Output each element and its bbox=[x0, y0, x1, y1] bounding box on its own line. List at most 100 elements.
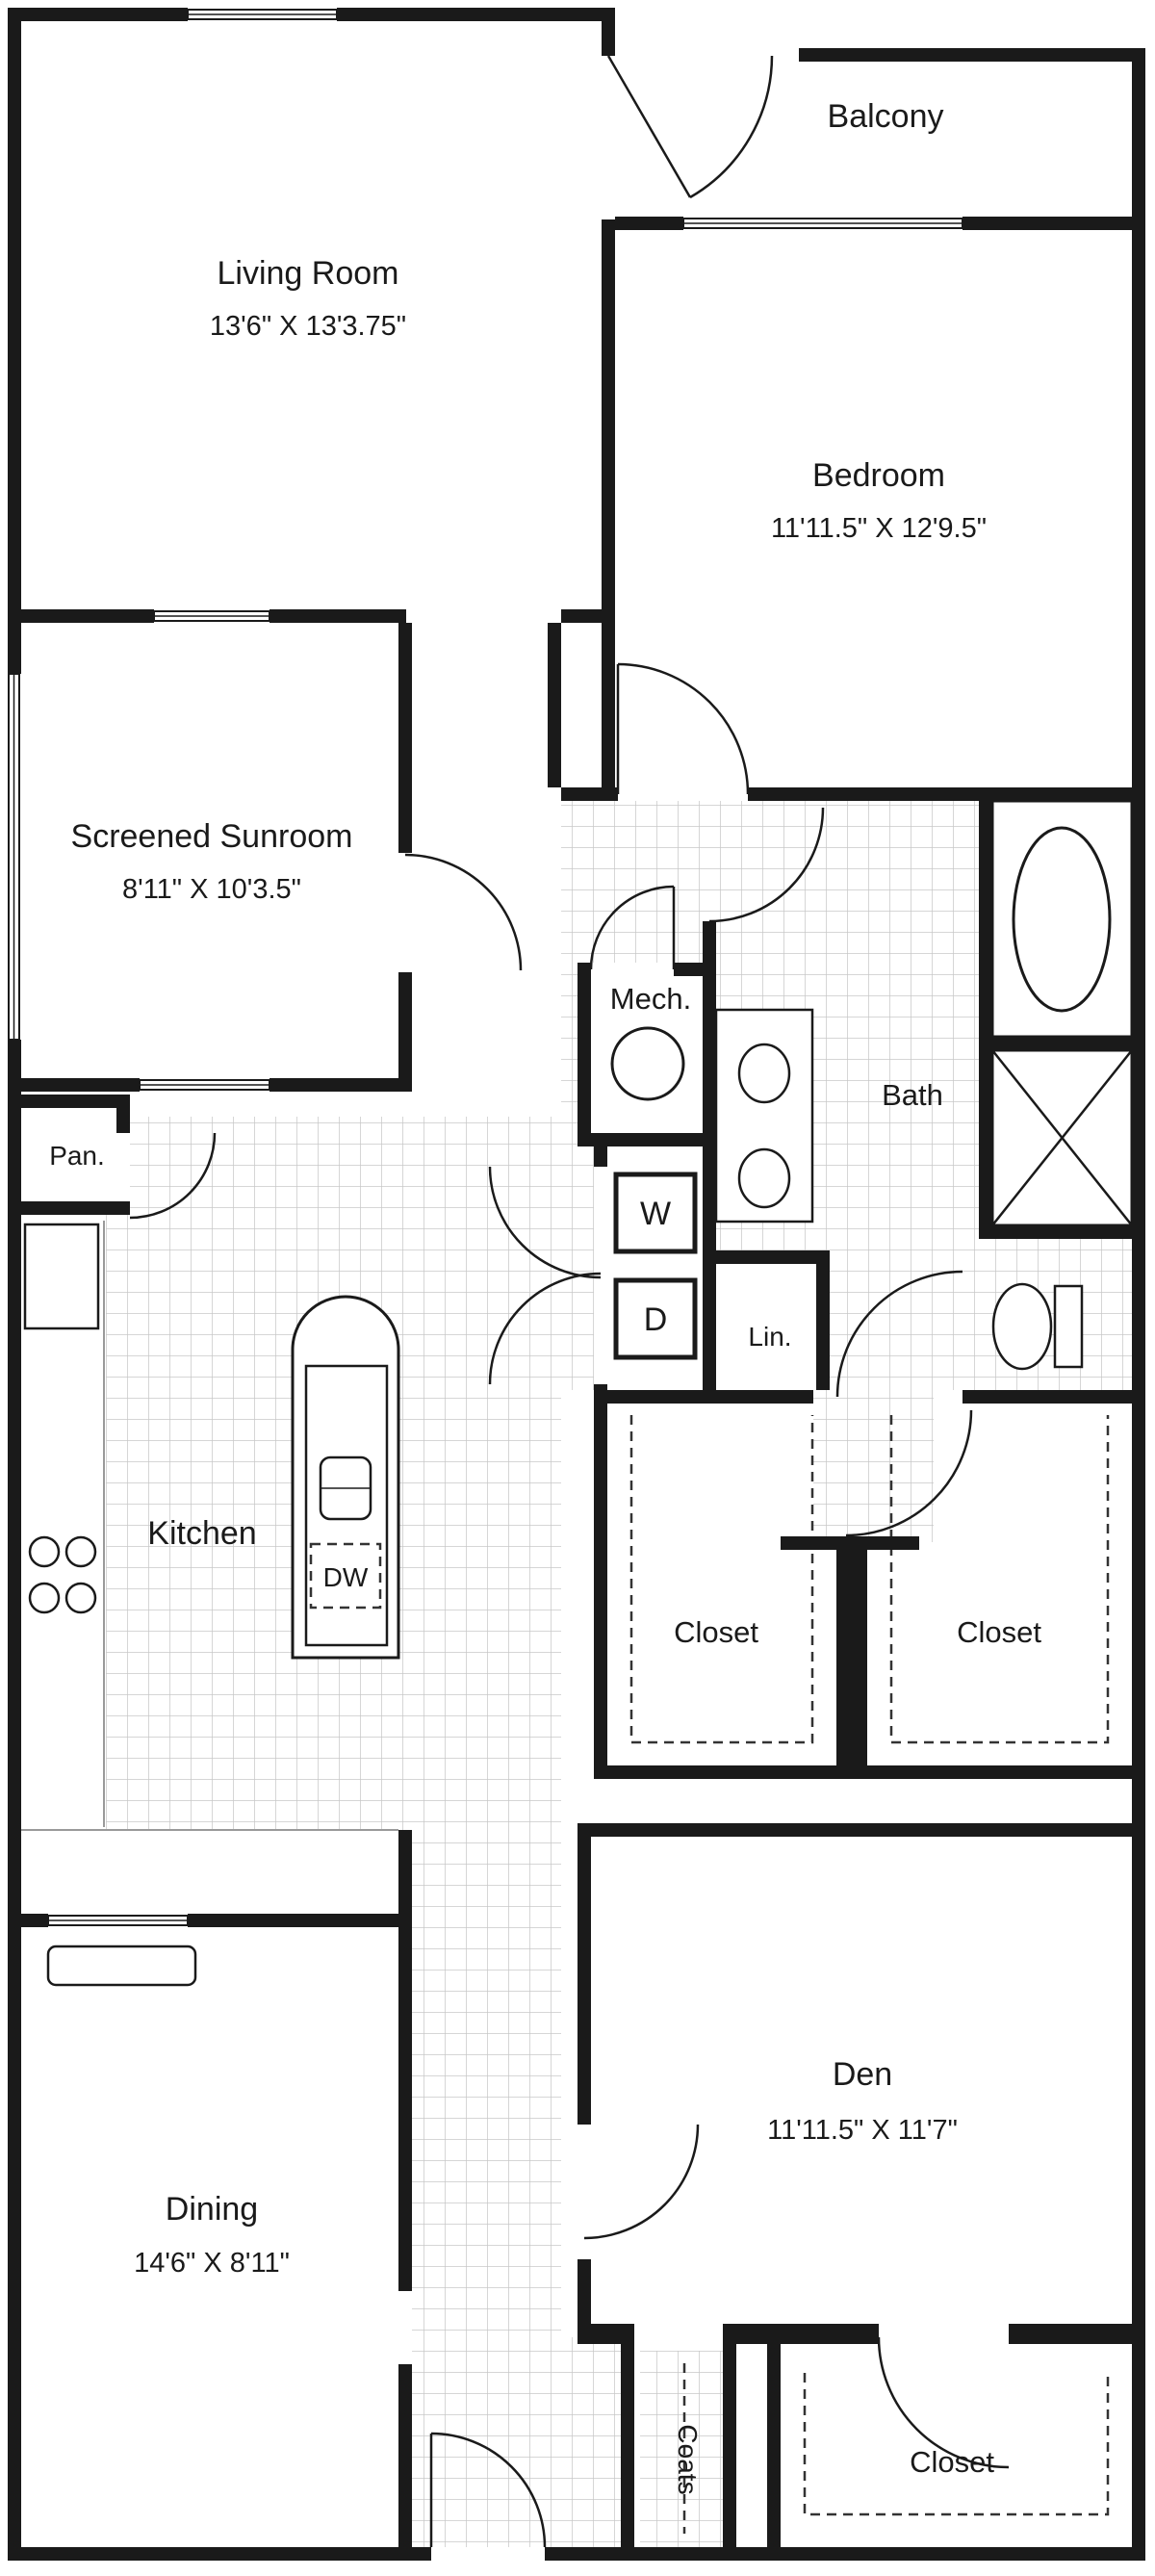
balcony-door-arc bbox=[689, 55, 774, 199]
wall-segment bbox=[398, 2364, 412, 2547]
wall-segment bbox=[398, 972, 412, 1092]
dryer-label: D bbox=[644, 1301, 668, 1338]
wall-segment bbox=[398, 1830, 412, 1927]
wall-segment bbox=[8, 2547, 431, 2561]
mech-label: Mech. bbox=[610, 982, 691, 1016]
closet-rod-entry bbox=[803, 2373, 1110, 2516]
wall-segment bbox=[979, 1225, 1145, 1239]
closet-rods bbox=[629, 1415, 1110, 2534]
closet-entry-label: Closet bbox=[910, 2445, 994, 2479]
shower-cross-line bbox=[991, 1049, 1133, 1226]
den-dims: 11'11.5" X 11'7" bbox=[767, 2115, 958, 2146]
wall-segment bbox=[545, 2547, 1145, 2561]
wall-segment bbox=[578, 963, 591, 1146]
bedroom-label: Bedroom bbox=[812, 457, 945, 494]
wall-segment bbox=[979, 801, 992, 1239]
wall-segment bbox=[816, 1264, 830, 1390]
wall-segment bbox=[188, 1914, 412, 1927]
wall-segment bbox=[703, 921, 716, 1404]
wall-segment bbox=[8, 1092, 21, 2561]
den-door-arc bbox=[583, 2124, 700, 2240]
wall-segment bbox=[992, 1037, 1132, 1050]
cooktop-burner bbox=[28, 1582, 61, 1614]
wall-segment bbox=[561, 787, 618, 801]
entry-closet-door-arc bbox=[877, 2336, 1010, 2469]
wall-segment bbox=[270, 609, 406, 623]
wall-segment bbox=[962, 1390, 1145, 1404]
door-swings bbox=[129, 55, 1010, 2548]
wall-segment bbox=[19, 8, 188, 21]
washer-label: W bbox=[640, 1196, 671, 1232]
dishwasher-label: DW bbox=[323, 1562, 369, 1592]
bathtub bbox=[1012, 826, 1112, 1013]
wall-segment bbox=[621, 2337, 634, 2547]
wall-segment bbox=[116, 1108, 130, 1133]
toilet-tank bbox=[1053, 1284, 1084, 1369]
cooktop-burner bbox=[64, 1582, 97, 1614]
cooktop-burner bbox=[28, 1535, 61, 1568]
pantry-label: Pan. bbox=[49, 1141, 105, 1171]
dining-dims: 14'6" X 8'11" bbox=[134, 2248, 290, 2279]
tile-floor-kitchen-top bbox=[130, 1117, 561, 1215]
wall-segment bbox=[1009, 2324, 1145, 2344]
wall-segment bbox=[8, 8, 21, 623]
wall-segment bbox=[602, 8, 615, 56]
sunroom-dims: 8'11" X 10'3.5" bbox=[122, 874, 301, 905]
wall-segment bbox=[8, 1201, 130, 1215]
fixtures bbox=[23, 799, 1134, 1987]
water-heater bbox=[610, 1026, 685, 1101]
tile-floor-closet-hall bbox=[813, 1390, 934, 1542]
dishwasher-box bbox=[309, 1542, 382, 1610]
tile-floor-corridor bbox=[412, 1830, 561, 2337]
wall-segment bbox=[781, 1536, 919, 1550]
walls bbox=[8, 8, 1145, 2561]
closet-hall-door-arc bbox=[845, 1409, 973, 1537]
bedroom-dims: 11'11.5" X 12'9.5" bbox=[771, 513, 987, 544]
room-labels: Balcony Living Room 13'6" X 13'3.75" Bed… bbox=[49, 98, 1041, 2495]
dryer-box bbox=[613, 1277, 698, 1360]
wall-segment bbox=[602, 219, 615, 787]
tile-floor-coats bbox=[640, 2351, 723, 2547]
sunroom-label: Screened Sunroom bbox=[71, 818, 353, 855]
bath-door-arc bbox=[708, 807, 825, 923]
pantry-door-arc bbox=[129, 1132, 217, 1220]
bath-label: Bath bbox=[882, 1078, 943, 1112]
tile-floor-entry bbox=[412, 2337, 621, 2547]
vanity-sink bbox=[737, 1043, 791, 1104]
wall-segment bbox=[1132, 48, 1145, 2561]
front-door-arc bbox=[430, 2432, 547, 2548]
closet-left-label: Closet bbox=[674, 1615, 758, 1649]
wall-segment bbox=[594, 1765, 1145, 1779]
wall-segment bbox=[799, 48, 1139, 62]
wall-segment bbox=[561, 609, 615, 623]
laundry-door-arc-bottom bbox=[488, 1272, 602, 1385]
living-room-dims: 13'6" X 13'3.75" bbox=[210, 311, 406, 342]
wall-segment bbox=[836, 1550, 867, 1779]
wall-segment bbox=[578, 1823, 1145, 1837]
closet-rod-left bbox=[629, 1415, 814, 1744]
wall-segment bbox=[8, 609, 154, 623]
wall-segment bbox=[337, 8, 615, 21]
wall-segment bbox=[8, 1914, 48, 1927]
linen-closet-floor bbox=[703, 1250, 830, 1390]
den-label: Den bbox=[833, 2056, 892, 2093]
washer-box bbox=[613, 1172, 698, 1254]
linen-door-arc bbox=[835, 1270, 963, 1398]
wall-segment bbox=[594, 1390, 813, 1404]
bedroom-door-arc bbox=[617, 662, 750, 795]
vanity-sink bbox=[737, 1147, 791, 1209]
balcony-label: Balcony bbox=[828, 98, 944, 135]
wall-segment bbox=[578, 1133, 716, 1146]
wall-segment bbox=[578, 2324, 634, 2344]
wall-segment bbox=[398, 1927, 412, 2291]
coats-label: Coats bbox=[673, 2424, 703, 2494]
wall-segment bbox=[548, 623, 561, 787]
wall-segment bbox=[962, 217, 1132, 230]
toilet bbox=[991, 1282, 1053, 1371]
wall-segment bbox=[703, 1250, 830, 1264]
linen-label: Lin. bbox=[748, 1322, 791, 1352]
wall-segment bbox=[615, 217, 683, 230]
sunroom-door-arc bbox=[404, 853, 523, 971]
